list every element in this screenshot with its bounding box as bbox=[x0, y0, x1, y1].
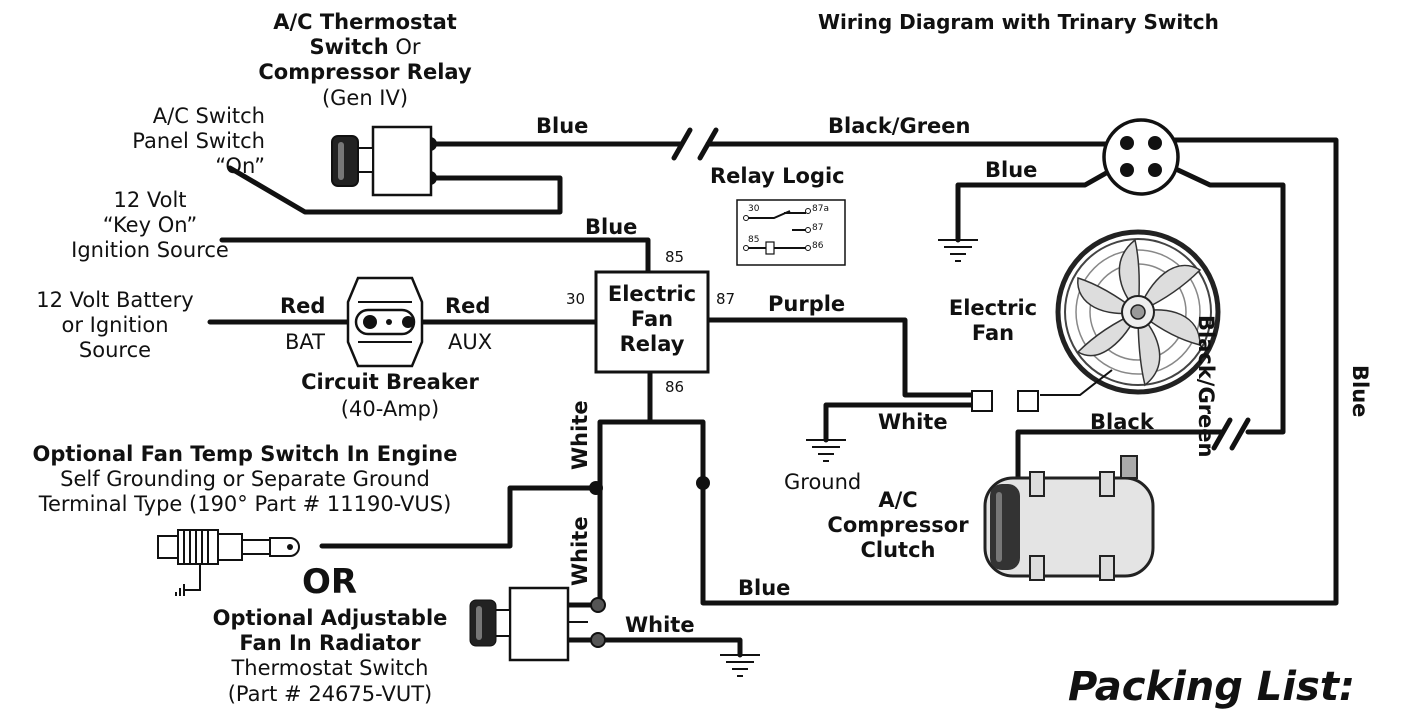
thermostat-line4: (Gen IV) bbox=[321, 85, 409, 110]
relay-pin-85: 85 bbox=[665, 248, 685, 266]
ground-label: Ground bbox=[784, 470, 862, 494]
battery-label: 12 Volt Battery or Ignition Source bbox=[20, 288, 210, 364]
wire-label-white-upper: White bbox=[568, 400, 592, 470]
wire-key-on bbox=[219, 237, 651, 275]
wire-label-white-lower: White bbox=[568, 516, 592, 586]
wire-label-black-green-side: Black/Green bbox=[1194, 315, 1218, 458]
compressor-label: A/C Compressor Clutch bbox=[818, 488, 978, 564]
temp-switch-line2: Self Grounding or Separate Ground bbox=[60, 467, 430, 492]
relay-pin-86: 86 bbox=[665, 378, 685, 396]
compressor bbox=[983, 455, 1155, 581]
thermostat-label: A/C Thermostat Switch Or Compressor Rela… bbox=[250, 10, 480, 111]
wire-break-top bbox=[671, 127, 719, 161]
ground-symbols bbox=[720, 239, 978, 677]
wire-label-white-fan: White bbox=[878, 410, 948, 434]
wire-blue-ground bbox=[955, 169, 1111, 243]
circuit-breaker bbox=[346, 276, 424, 368]
radiator-line4: (Part # 24675-VUT) bbox=[227, 681, 433, 706]
wire-label-blue-ground: Blue bbox=[985, 158, 1038, 182]
breaker-label: Circuit Breaker bbox=[301, 370, 479, 394]
relay-line1: Electric bbox=[607, 282, 697, 306]
fan-line2: Fan bbox=[971, 321, 1015, 346]
thermostat-line2: Switch Or bbox=[250, 35, 480, 60]
wire-label-blue-bottom: Blue bbox=[738, 576, 791, 600]
page-title: Wiring Diagram with Trinary Switch bbox=[818, 10, 1219, 34]
keyon-line1: 12 Volt bbox=[113, 188, 187, 212]
wire-radiator-ground bbox=[562, 637, 743, 658]
relay-logic-86: 86 bbox=[812, 241, 824, 251]
wires bbox=[207, 127, 1339, 658]
wire-break-black bbox=[1211, 417, 1251, 451]
compressor-line2: Compressor bbox=[827, 513, 969, 538]
radiator-line1: Optional Adjustable bbox=[212, 606, 448, 630]
packing-list-heading: Packing List: bbox=[1068, 664, 1355, 710]
keyon-line3: Ignition Source bbox=[71, 238, 229, 263]
relay-line3: Relay bbox=[619, 332, 685, 357]
thermostat-line1: A/C Thermostat bbox=[273, 10, 457, 34]
wire-label-purple: Purple bbox=[768, 292, 846, 316]
breaker-aux-label: AUX bbox=[448, 330, 493, 354]
battery-line1: 12 Volt Battery bbox=[36, 288, 194, 312]
keyon-line2: “Key On” bbox=[102, 213, 198, 238]
panel-line1: A/C Switch bbox=[152, 104, 265, 128]
wire-label-blue-side: Blue bbox=[1348, 365, 1372, 418]
wire-label-black: Black bbox=[1090, 410, 1154, 434]
relay-line2: Fan bbox=[630, 307, 674, 332]
temp-switch-title: Optional Fan Temp Switch In Engine bbox=[32, 442, 458, 466]
trinary-switch bbox=[1102, 118, 1180, 196]
battery-line3: Source bbox=[78, 338, 152, 363]
battery-line2: or Ignition bbox=[61, 313, 169, 338]
relay-logic-30: 30 bbox=[748, 204, 760, 214]
panel-line2: Panel Switch bbox=[132, 129, 265, 154]
wire-label-black-green-top: Black/Green bbox=[828, 114, 971, 138]
wire-temp-switch bbox=[319, 485, 599, 549]
wire-label-white-radiator: White bbox=[625, 613, 695, 637]
relay-label: Electric Fan Relay bbox=[596, 282, 708, 358]
temp-switch-line3: Terminal Type (190° Part # 11190-VUS) bbox=[38, 492, 452, 517]
relay-logic-87: 87 bbox=[812, 223, 824, 233]
wire-black bbox=[1015, 429, 1225, 481]
radiator-line3: Thermostat Switch bbox=[231, 656, 429, 681]
fan-line1: Electric bbox=[948, 296, 1038, 320]
relay-logic-85: 85 bbox=[748, 235, 760, 245]
wire-label-blue-top: Blue bbox=[536, 114, 589, 138]
relay-pin-30: 30 bbox=[566, 290, 586, 308]
radiator-switch bbox=[469, 586, 606, 662]
wire-white-vertical bbox=[597, 369, 653, 601]
wire-panel-switch bbox=[227, 165, 563, 215]
wire-black-green-side bbox=[1175, 167, 1286, 435]
relay-box bbox=[594, 270, 710, 374]
thermostat-switch bbox=[331, 125, 433, 197]
fan-label: Electric Fan bbox=[938, 296, 1048, 346]
radiator-switch-label: Optional Adjustable Fan In Radiator Ther… bbox=[190, 606, 470, 707]
compressor-line3: Clutch bbox=[860, 538, 936, 563]
wire-purple bbox=[704, 317, 975, 398]
key-on-label: 12 Volt “Key On” Ignition Source bbox=[40, 188, 260, 264]
wire-label-red-left: Red bbox=[280, 294, 326, 318]
thermostat-switch-word: Switch bbox=[309, 35, 389, 60]
breaker-amp: (40-Amp) bbox=[340, 397, 440, 421]
thermostat-or-word: Or bbox=[388, 35, 421, 60]
panel-switch-label: A/C Switch Panel Switch “On” bbox=[60, 104, 265, 180]
or-label: OR bbox=[302, 562, 358, 602]
thermostat-line3: Compressor Relay bbox=[258, 60, 472, 85]
relay-pin-87: 87 bbox=[716, 290, 736, 308]
relay-logic-title: Relay Logic bbox=[710, 164, 845, 188]
temp-switch-label: Optional Fan Temp Switch In Engine Self … bbox=[0, 442, 490, 518]
compressor-line1: A/C bbox=[878, 488, 918, 512]
temp-sensor bbox=[157, 529, 300, 596]
wire-white-ground bbox=[823, 402, 975, 443]
panel-line3: “On” bbox=[215, 154, 265, 179]
wire-blue-return bbox=[647, 137, 1339, 606]
relay-logic-diagram bbox=[736, 199, 846, 266]
breaker-bat-label: BAT bbox=[285, 330, 325, 354]
wire-label-red-right: Red bbox=[445, 294, 491, 318]
wire-label-blue-keyon: Blue bbox=[585, 215, 638, 239]
relay-logic-87a: 87a bbox=[812, 204, 829, 214]
radiator-line2: Fan In Radiator bbox=[239, 631, 421, 656]
electric-fan bbox=[971, 229, 1221, 412]
